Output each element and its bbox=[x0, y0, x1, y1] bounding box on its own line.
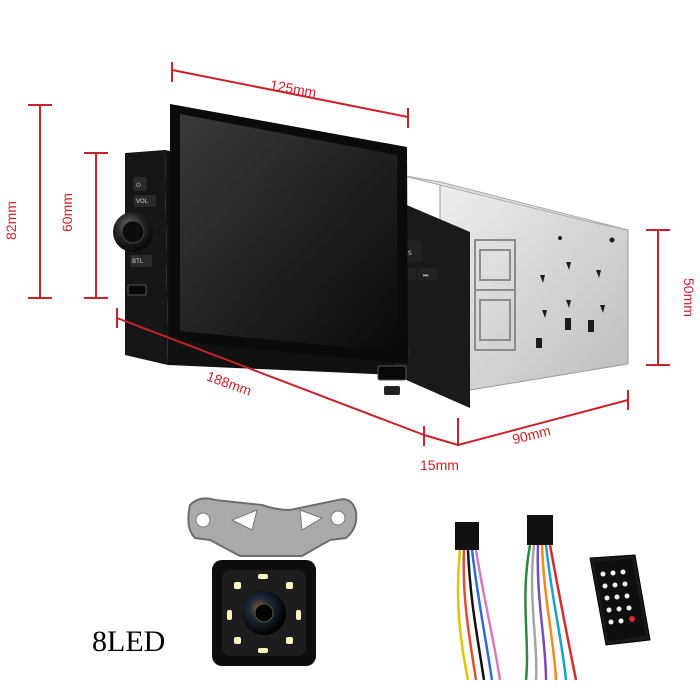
svg-text:⏭: ⏭ bbox=[423, 272, 429, 279]
power-button bbox=[133, 177, 147, 191]
dimension-width-top: 125mm bbox=[269, 77, 318, 101]
wiring-harness bbox=[455, 515, 578, 681]
touch-screen bbox=[170, 104, 408, 364]
dimension-lines bbox=[28, 62, 670, 446]
next-button bbox=[418, 268, 438, 280]
led-label: 8LED bbox=[92, 625, 165, 658]
svg-text:⏻: ⏻ bbox=[136, 182, 141, 189]
dimension-depth-face: 15mm bbox=[420, 457, 459, 473]
svg-text:BTL: BTL bbox=[132, 258, 144, 265]
metal-chassis bbox=[399, 174, 629, 396]
svg-text:VOL: VOL bbox=[136, 198, 149, 205]
dimension-height-face: 60mm bbox=[59, 193, 75, 232]
dimension-length-total: 188mm bbox=[204, 368, 253, 399]
volume-button bbox=[134, 195, 156, 207]
dimension-depth-chassis: 90mm bbox=[511, 422, 553, 447]
dimension-height-chassis: 50mm bbox=[681, 278, 697, 317]
remote-control bbox=[589, 554, 651, 646]
rear-view-camera bbox=[187, 497, 358, 666]
usb-port-icon bbox=[377, 365, 407, 381]
dimension-height-outer: 82mm bbox=[3, 201, 19, 240]
usb-port-icon bbox=[127, 284, 147, 296]
